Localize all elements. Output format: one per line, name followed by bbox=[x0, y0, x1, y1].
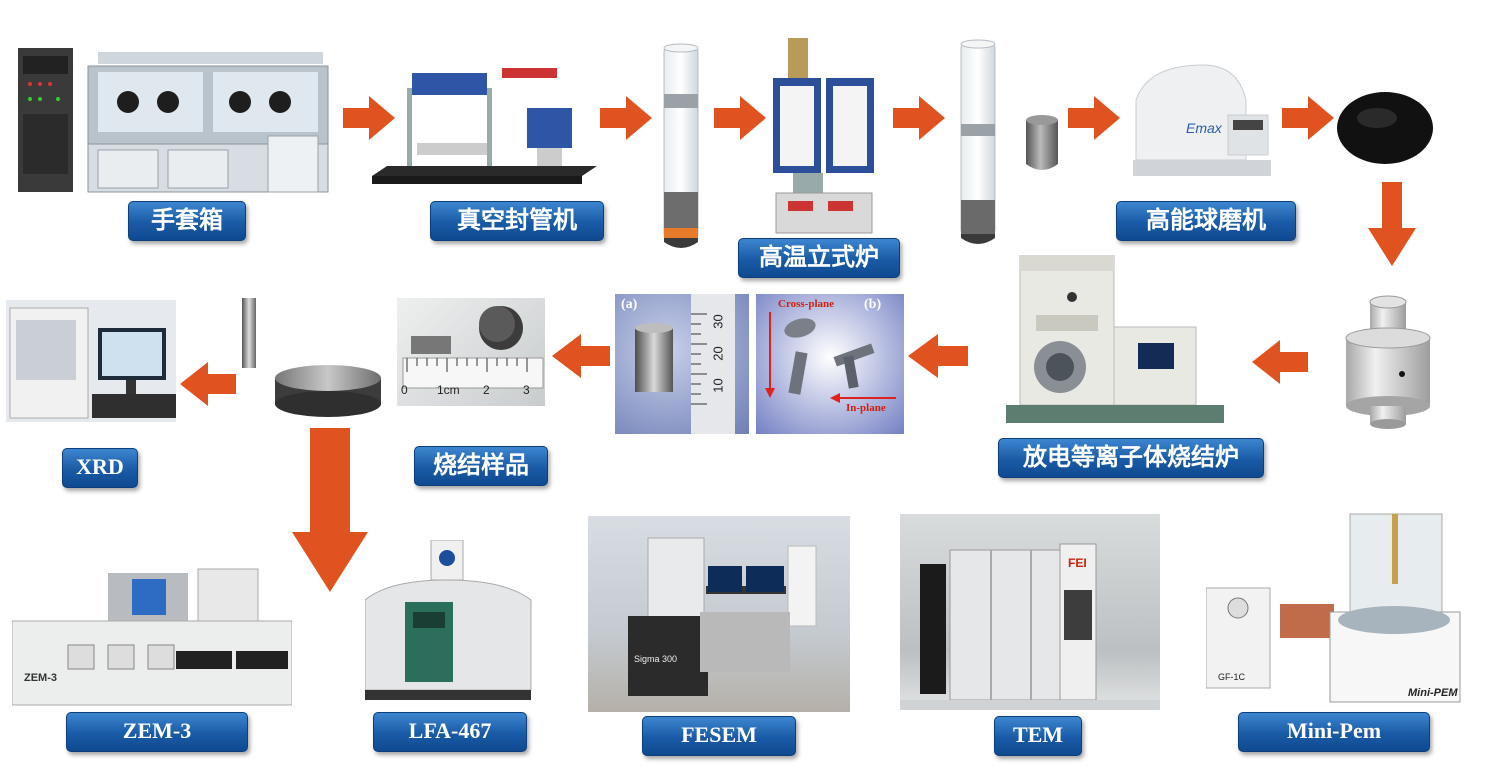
arrow-left-3 bbox=[552, 334, 610, 378]
label-xrd: XRD bbox=[62, 448, 138, 488]
minipem-image: GF-1C Mini-PEM bbox=[1206, 513, 1461, 703]
vertical-furnace-image bbox=[773, 38, 874, 234]
glovebox-image bbox=[18, 48, 329, 193]
label-minipem: Mini-Pem bbox=[1238, 712, 1430, 752]
sample-panel-a: (a) 30 20 10 bbox=[615, 294, 749, 434]
arrow-left-1 bbox=[1252, 340, 1308, 384]
fei-logo-text: FEI bbox=[1068, 556, 1087, 570]
panel-a-drawing bbox=[635, 294, 735, 434]
fesem-drawing bbox=[628, 537, 817, 696]
coin-ruler-photo: 0 1cm 2 3 bbox=[397, 298, 545, 406]
arrow-right-4 bbox=[893, 96, 945, 140]
ruler-unit-label: 1cm bbox=[437, 383, 460, 397]
label-zem3: ZEM-3 bbox=[66, 712, 248, 752]
arrow-right-3 bbox=[714, 96, 766, 140]
ruler-label-10: 10 bbox=[710, 378, 726, 393]
powder-image bbox=[1337, 92, 1433, 164]
ruler-tick-0: 0 bbox=[401, 383, 408, 397]
cross-plane-label: Cross-plane bbox=[778, 298, 835, 310]
label-vertical-furnace: 高温立式炉 bbox=[738, 238, 900, 278]
panel-b-drawing bbox=[765, 312, 896, 403]
tem-drawing bbox=[900, 543, 1160, 710]
gf-plate-text: GF-1C bbox=[1218, 672, 1246, 682]
arrow-down-1 bbox=[1368, 182, 1416, 266]
sigma-text: Sigma 300 bbox=[634, 654, 678, 664]
emax-text: Emax bbox=[1186, 120, 1223, 136]
minipem-brand-text: Mini-PEM bbox=[1408, 687, 1458, 699]
ball-mill-image: Emax bbox=[1133, 64, 1271, 176]
label-tem: TEM bbox=[994, 716, 1082, 756]
coin-ruler-drawing bbox=[402, 306, 544, 389]
sps-furnace-image bbox=[1006, 255, 1224, 423]
vacuum-sealer-image bbox=[372, 68, 597, 184]
disc-sample-image bbox=[275, 365, 381, 417]
ruler-label-20: 20 bbox=[710, 346, 726, 361]
ingot-image bbox=[1026, 115, 1058, 170]
fesem-photo: Sigma 300 bbox=[588, 516, 850, 712]
ruler-tick-2: 2 bbox=[483, 383, 490, 397]
tem-photo: FEI bbox=[900, 514, 1160, 710]
label-sps-furnace: 放电等离子体烧结炉 bbox=[998, 438, 1264, 478]
bar-sample-image bbox=[242, 298, 256, 368]
label-ball-mill: 高能球磨机 bbox=[1116, 201, 1296, 241]
xrd-machine-image bbox=[6, 300, 176, 422]
arrow-left-2 bbox=[908, 334, 968, 378]
label-glovebox: 手套箱 bbox=[128, 201, 246, 241]
sample-panel-b: Cross-plane (b) In-plane bbox=[756, 294, 904, 434]
panel-a-label: (a) bbox=[621, 297, 638, 312]
label-lfa467: LFA-467 bbox=[373, 712, 527, 752]
graphite-die-image bbox=[1345, 295, 1431, 429]
label-fesem: FESEM bbox=[642, 716, 796, 756]
zem3-image: ZEM-3 bbox=[12, 568, 292, 706]
ruler-label-30: 30 bbox=[710, 314, 726, 329]
quartz-tube-1-image bbox=[663, 43, 699, 248]
panel-b-label: (b) bbox=[864, 297, 882, 312]
zem3-plate-text: ZEM-3 bbox=[24, 672, 57, 684]
quartz-tube-2-image bbox=[960, 39, 996, 244]
arrow-right-2 bbox=[600, 96, 652, 140]
label-vacuum-sealer: 真空封管机 bbox=[430, 201, 604, 241]
in-plane-label: In-plane bbox=[846, 402, 886, 414]
ruler-tick-3: 3 bbox=[523, 383, 530, 397]
arrow-right-1 bbox=[343, 96, 395, 140]
arrow-down-2 bbox=[292, 428, 368, 592]
arrow-right-5 bbox=[1068, 96, 1120, 140]
arrow-right-6 bbox=[1282, 96, 1334, 140]
arrow-left-4 bbox=[180, 362, 236, 406]
lfa467-image bbox=[365, 540, 532, 700]
label-sintered-sample: 烧结样品 bbox=[414, 446, 548, 486]
